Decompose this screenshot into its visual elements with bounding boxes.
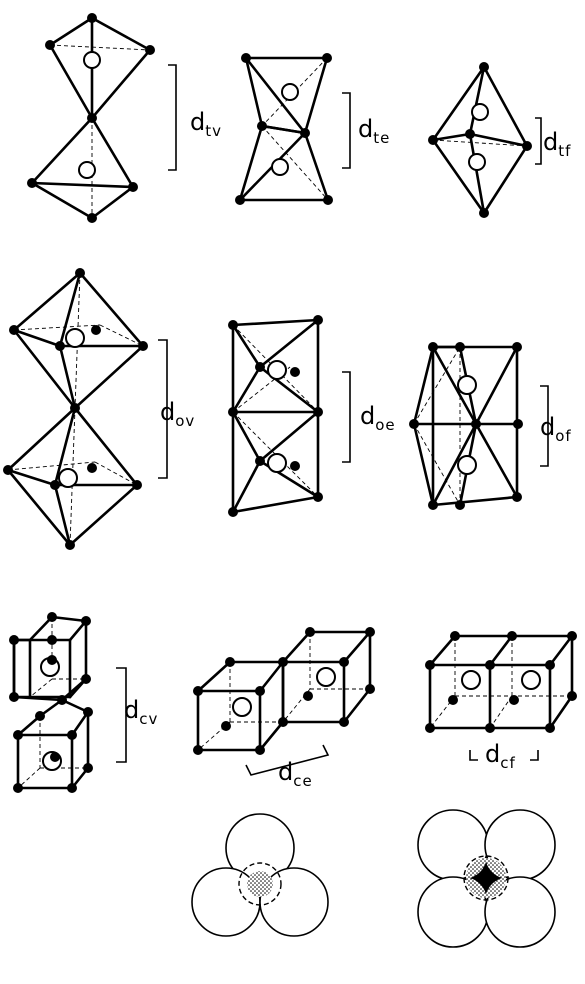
label-d-tf: dtf — [543, 128, 571, 160]
octahedra-vertex-sharing: dov — [3, 268, 195, 550]
octahedral-void-packing — [417, 809, 556, 948]
label-d-oe: doe — [360, 402, 396, 434]
upper-tetrahedron-center-ring — [83, 51, 101, 69]
distance-bracket-ov — [158, 339, 168, 479]
distance-bracket-oe — [342, 371, 351, 463]
dashed-inner-sphere — [238, 862, 282, 906]
cubes-face-sharing: dcf — [425, 631, 577, 772]
octahedra-edge-sharing: doe — [228, 315, 396, 517]
distance-bracket-cv — [116, 667, 127, 763]
upper-tetrahedron-center-ring — [471, 103, 489, 121]
tetrahedra-face-sharing: dtf — [428, 62, 571, 218]
octahedra-face-sharing: dof — [409, 342, 572, 510]
sphere-bottom-right — [484, 876, 556, 948]
label-d-ce: dce — [278, 758, 313, 790]
distance-bracket-tv — [168, 64, 177, 171]
tetrahedra-vertex-sharing: dtv — [27, 13, 222, 223]
interstitial-void — [247, 871, 273, 897]
lower-tetrahedron-center-ring — [271, 158, 289, 176]
sphere-bottom-right — [259, 867, 329, 937]
label-d-of: dof — [540, 413, 572, 445]
label-d-ov: dov — [160, 398, 195, 430]
upper-tetrahedron — [48, 16, 152, 120]
upper-tetrahedron-center-ring — [281, 83, 299, 101]
lower-tetrahedron-center-ring — [78, 161, 96, 179]
cubes-vertex-sharing: dcv — [9, 612, 158, 793]
label-d-cv: dcv — [124, 696, 158, 728]
distance-bracket-cf — [469, 750, 539, 761]
interstitial-void-black — [470, 862, 502, 894]
tetrahedral-void-packing — [191, 813, 329, 937]
distance-bracket-ce — [245, 744, 330, 776]
label-d-te: dte — [358, 115, 390, 147]
octahedra-column-outline — [231, 318, 320, 514]
cubes-edge-sharing: dce — [193, 627, 375, 790]
dashed-inner-sphere — [463, 855, 509, 901]
distance-bracket-te — [342, 92, 351, 169]
distance-bracket-of — [540, 385, 549, 467]
lower-tetrahedron-center-ring — [468, 153, 486, 171]
label-d-cf: dcf — [485, 740, 516, 772]
distance-bracket-tf — [535, 117, 542, 165]
tetrahedra-edge-sharing: dte — [235, 53, 390, 205]
label-d-tv: dtv — [190, 108, 222, 140]
lower-cube — [16, 698, 90, 790]
